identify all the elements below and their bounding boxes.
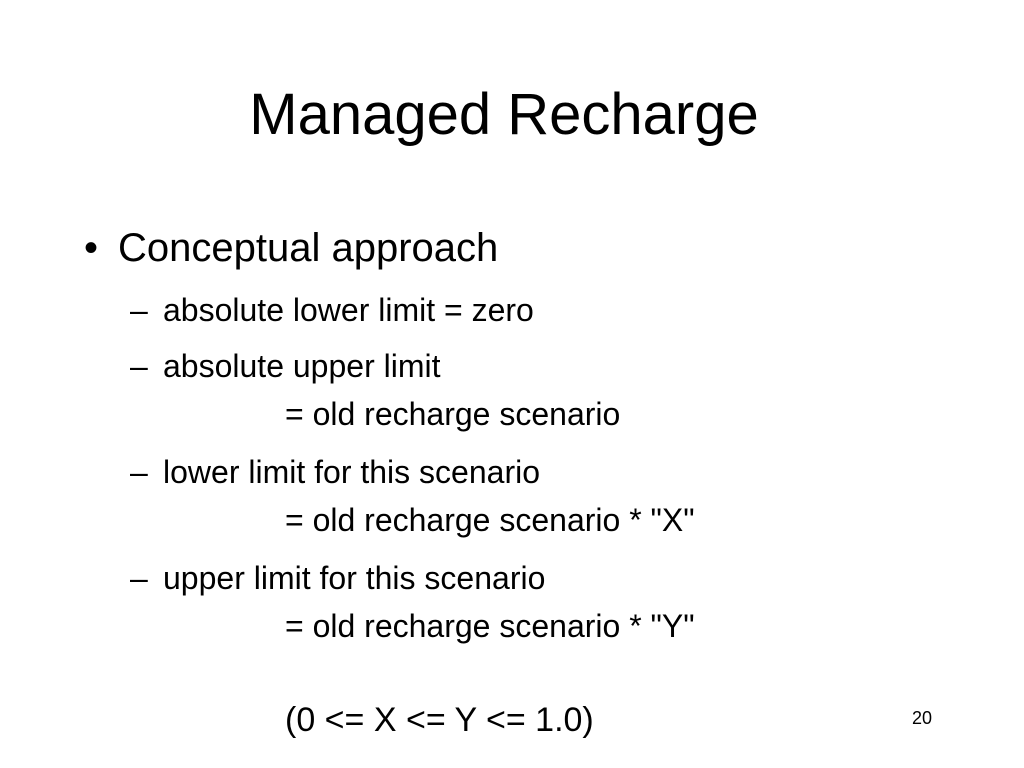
- sub-item-marker: –: [130, 560, 148, 596]
- bullet-marker: •: [84, 226, 99, 270]
- slide-number: 20: [912, 708, 933, 728]
- sub-item-continuation: = old recharge scenario * "X": [285, 502, 695, 538]
- sub-item-absolute-upper-limit: –absolute upper limit: [130, 344, 440, 388]
- bullet-text: Conceptual approach: [118, 226, 499, 270]
- sub-item-continuation: = old recharge scenario: [285, 396, 621, 432]
- sub-item-continuation: = old recharge scenario * "Y": [285, 608, 695, 644]
- sub-item-upper-limit-scenario: –upper limit for this scenario: [130, 556, 545, 600]
- slide-title: Managed Recharge: [249, 82, 759, 147]
- sub-item-absolute-lower-limit: –absolute lower limit = zero: [130, 288, 534, 332]
- sub-item-marker: –: [130, 348, 148, 384]
- sub-item-marker: –: [130, 454, 148, 490]
- sub-item-lower-limit-scenario: –lower limit for this scenario: [130, 450, 540, 494]
- sub-item-text: upper limit for this scenario: [163, 560, 546, 596]
- bullet-conceptual-approach: • Conceptual approach: [84, 222, 498, 274]
- sub-item-text: absolute upper limit: [163, 348, 441, 384]
- range-note: (0 <= X <= Y <= 1.0): [285, 701, 594, 739]
- sub-item-text: absolute lower limit = zero: [163, 292, 534, 328]
- sub-item-marker: –: [130, 292, 148, 328]
- sub-item-text: lower limit for this scenario: [163, 454, 540, 490]
